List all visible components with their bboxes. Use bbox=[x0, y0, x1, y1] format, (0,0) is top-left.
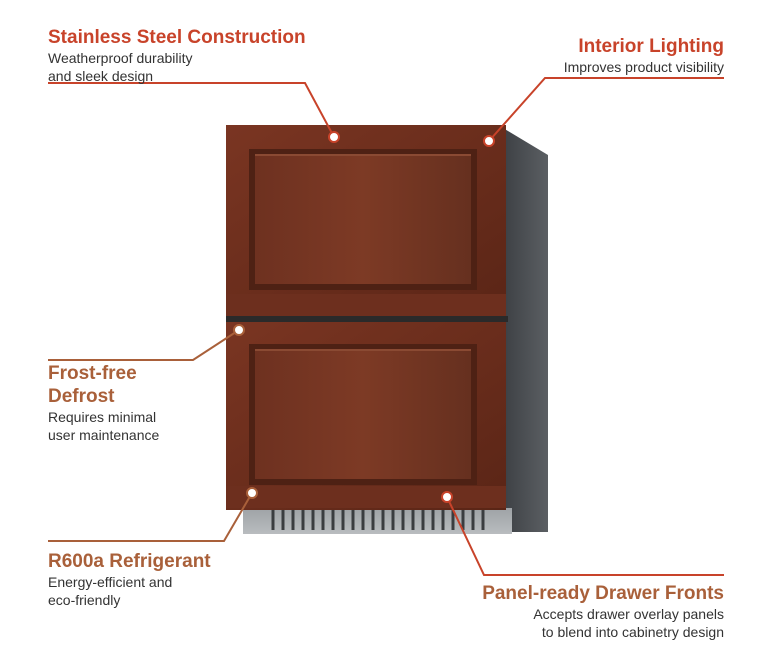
callout-title: Panel-ready Drawer Fronts bbox=[482, 583, 724, 604]
leader-panel bbox=[446, 496, 724, 576]
marker-frost bbox=[233, 324, 245, 336]
vent-slots bbox=[271, 510, 485, 530]
callout-title: Stainless Steel Construction bbox=[48, 27, 306, 48]
callout-panel-ready: Panel-ready Drawer Fronts Accepts drawer… bbox=[482, 582, 724, 641]
callout-desc-line: Energy-efficient and bbox=[48, 574, 173, 590]
toe-kick-grille bbox=[243, 508, 512, 534]
callout-title-line: Frost-free bbox=[48, 363, 137, 384]
callout-r600a-refrigerant: R600a Refrigerant Energy-efficient and e… bbox=[48, 550, 211, 609]
leader-stainless bbox=[48, 82, 335, 138]
callout-title: R600a Refrigerant bbox=[48, 551, 211, 572]
callout-desc-line: and sleek design bbox=[48, 68, 154, 84]
callout-title: Interior Lighting bbox=[578, 36, 724, 57]
bottom-drawer bbox=[226, 322, 506, 510]
leader-frost bbox=[48, 329, 240, 361]
callout-desc-line: Improves product visibility bbox=[563, 59, 724, 75]
marker-lighting bbox=[483, 135, 495, 147]
callout-desc-line: Requires minimal bbox=[48, 409, 157, 425]
callout-desc-line: to blend into cabinetry design bbox=[541, 624, 724, 640]
marker-panel bbox=[441, 491, 453, 503]
callout-desc-line: user maintenance bbox=[48, 427, 160, 443]
marker-refrigerant bbox=[246, 487, 258, 499]
callout-frost-free: Frost-free Defrost Requires minimal user… bbox=[48, 362, 159, 444]
leader-refrigerant bbox=[48, 492, 253, 542]
top-drawer bbox=[226, 125, 506, 317]
drawer-gap bbox=[226, 316, 508, 322]
callout-desc-line: eco-friendly bbox=[48, 592, 121, 608]
leader-lighting bbox=[488, 77, 724, 142]
callout-interior-lighting: Interior Lighting Improves product visib… bbox=[564, 35, 724, 76]
marker-stainless bbox=[328, 131, 340, 143]
callout-title-line: Defrost bbox=[48, 386, 115, 407]
cabinet-side-panel bbox=[503, 128, 548, 532]
callout-stainless-steel: Stainless Steel Construction Weatherproo… bbox=[48, 26, 306, 85]
callout-desc-line: Accepts drawer overlay panels bbox=[533, 606, 724, 622]
callout-desc-line: Weatherproof durability bbox=[48, 50, 193, 66]
